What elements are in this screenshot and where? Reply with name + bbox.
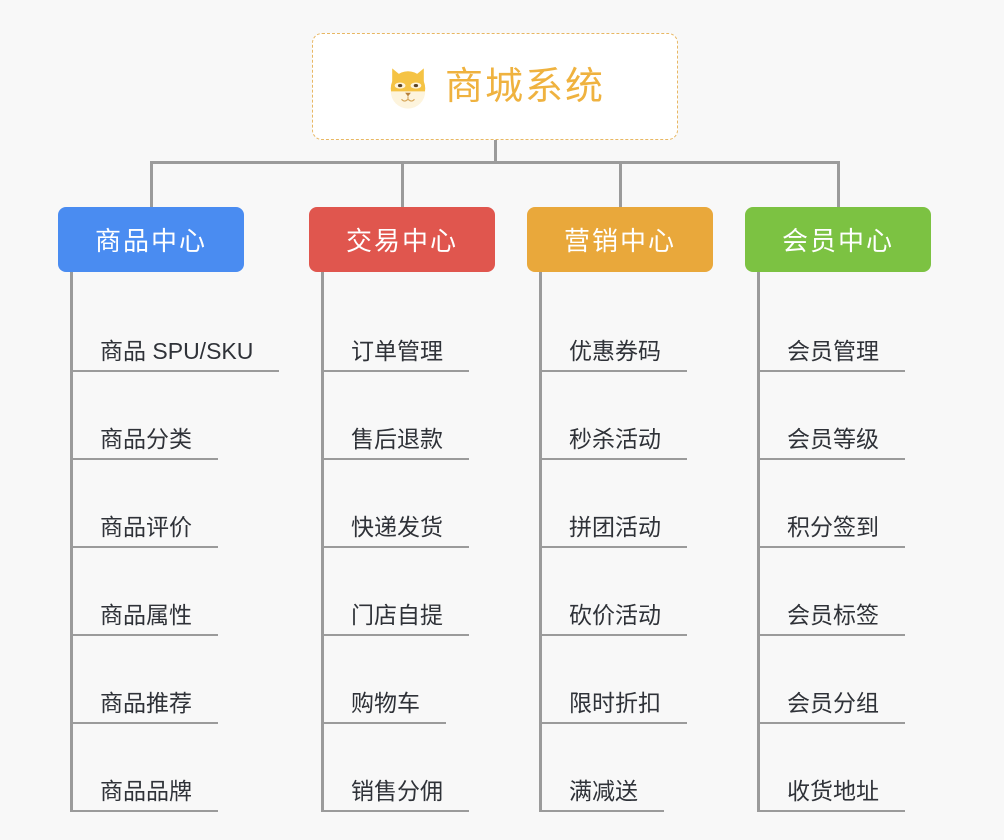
leaf-list-1: 商品 SPU/SKU 商品分类 商品评价 商品属性 商品推荐 商品品牌 xyxy=(70,272,280,812)
leaf-label: 秒杀活动 xyxy=(539,427,687,460)
list-item[interactable]: 秒杀活动 xyxy=(539,372,713,460)
drop-line-4 xyxy=(837,161,840,209)
leaf-label: 拼团活动 xyxy=(539,515,687,548)
leaf-spine-3 xyxy=(539,272,542,812)
list-item[interactable]: 优惠券码 xyxy=(539,284,713,372)
leaf-label: 满减送 xyxy=(539,779,664,812)
list-item[interactable]: 快递发货 xyxy=(321,460,495,548)
category-node-会员中心[interactable]: 会员中心 xyxy=(745,207,931,272)
drop-line-1 xyxy=(150,161,153,209)
leaf-label: 会员等级 xyxy=(757,427,905,460)
list-item[interactable]: 拼团活动 xyxy=(539,460,713,548)
category-column-2: 交易中心 订单管理 售后退款 快递发货 门店自提 购物车 销售分佣 xyxy=(309,207,495,812)
leaf-label: 售后退款 xyxy=(321,427,469,460)
leaf-label: 商品属性 xyxy=(70,603,218,636)
list-item[interactable]: 销售分佣 xyxy=(321,724,495,812)
list-item[interactable]: 收货地址 xyxy=(757,724,931,812)
category-node-营销中心[interactable]: 营销中心 xyxy=(527,207,713,272)
category-node-商品中心[interactable]: 商品中心 xyxy=(58,207,244,272)
leaf-label: 商品评价 xyxy=(70,515,218,548)
leaf-list-3: 优惠券码 秒杀活动 拼团活动 砍价活动 限时折扣 满减送 xyxy=(539,272,713,812)
category-node-交易中心[interactable]: 交易中心 xyxy=(309,207,495,272)
leaf-label: 积分签到 xyxy=(757,515,905,548)
category-column-1: 商品中心 商品 SPU/SKU 商品分类 商品评价 商品属性 商品推荐 商品品牌 xyxy=(58,207,280,812)
leaf-label: 商品推荐 xyxy=(70,691,218,724)
list-item[interactable]: 砍价活动 xyxy=(539,548,713,636)
leaf-label: 会员分组 xyxy=(757,691,905,724)
list-item[interactable]: 会员标签 xyxy=(757,548,931,636)
leaf-label: 砍价活动 xyxy=(539,603,687,636)
leaf-label: 商品品牌 xyxy=(70,779,218,812)
leaf-spine-4 xyxy=(757,272,760,812)
leaf-label: 收货地址 xyxy=(757,779,905,812)
leaf-label: 订单管理 xyxy=(321,339,469,372)
list-item[interactable]: 商品 SPU/SKU xyxy=(70,284,280,372)
leaf-label: 会员标签 xyxy=(757,603,905,636)
leaf-spine-1 xyxy=(70,272,73,812)
drop-line-3 xyxy=(619,161,622,209)
leaf-label: 购物车 xyxy=(321,691,446,724)
list-item[interactable]: 商品分类 xyxy=(70,372,244,460)
horizontal-bus-line xyxy=(150,161,840,164)
leaf-label: 销售分佣 xyxy=(321,779,469,812)
leaf-label: 门店自提 xyxy=(321,603,469,636)
list-item[interactable]: 商品品牌 xyxy=(70,724,244,812)
leaf-label: 会员管理 xyxy=(757,339,905,372)
list-item[interactable]: 限时折扣 xyxy=(539,636,713,724)
list-item[interactable]: 商品推荐 xyxy=(70,636,244,724)
category-column-4: 会员中心 会员管理 会员等级 积分签到 会员标签 会员分组 收货地址 xyxy=(745,207,931,812)
leaf-list-2: 订单管理 售后退款 快递发货 门店自提 购物车 销售分佣 xyxy=(321,272,495,812)
root-title: 商城系统 xyxy=(444,65,605,108)
list-item[interactable]: 会员管理 xyxy=(757,284,931,372)
list-item[interactable]: 积分签到 xyxy=(757,460,931,548)
leaf-list-4: 会员管理 会员等级 积分签到 会员标签 会员分组 收货地址 xyxy=(757,272,931,812)
list-item[interactable]: 会员等级 xyxy=(757,372,931,460)
list-item[interactable]: 售后退款 xyxy=(321,372,495,460)
list-item[interactable]: 会员分组 xyxy=(757,636,931,724)
leaf-label: 商品分类 xyxy=(70,427,218,460)
list-item[interactable]: 订单管理 xyxy=(321,284,495,372)
list-item[interactable]: 满减送 xyxy=(539,724,713,812)
root-node[interactable]: 商城系统 xyxy=(312,33,678,140)
leaf-label: 商品 SPU/SKU xyxy=(70,339,280,372)
leaf-label: 快递发货 xyxy=(321,515,469,548)
root-stem-line xyxy=(494,140,497,164)
category-column-3: 营销中心 优惠券码 秒杀活动 拼团活动 砍价活动 限时折扣 满减送 xyxy=(527,207,713,812)
leaf-label: 优惠券码 xyxy=(539,339,687,372)
list-item[interactable]: 购物车 xyxy=(321,636,495,724)
shiba-dog-face-icon xyxy=(390,67,426,109)
list-item[interactable]: 商品评价 xyxy=(70,460,244,548)
list-item[interactable]: 商品属性 xyxy=(70,548,244,636)
leaf-spine-2 xyxy=(321,272,324,812)
drop-line-2 xyxy=(401,161,404,209)
list-item[interactable]: 门店自提 xyxy=(321,548,495,636)
leaf-label: 限时折扣 xyxy=(539,691,687,724)
